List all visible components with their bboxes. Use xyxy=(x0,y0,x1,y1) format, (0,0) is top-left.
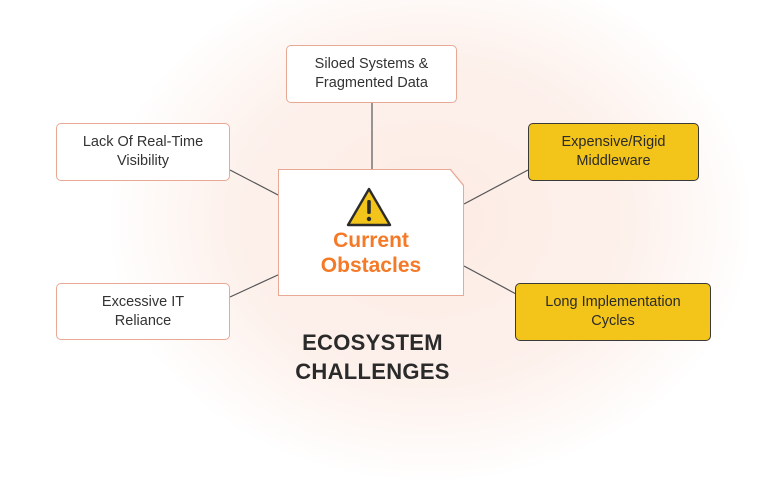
node-lack-of-visibility: Lack Of Real-Time Visibility xyxy=(56,123,230,181)
node-expensive-middleware-line1: Expensive/Rigid xyxy=(561,134,666,150)
node-excessive-it-line2: Reliance xyxy=(114,312,172,329)
page-heading-line1: ECOSYSTEM xyxy=(302,330,443,355)
connector-bottom-left xyxy=(229,273,281,298)
connector-bottom-right xyxy=(463,265,517,295)
connector-lines xyxy=(229,103,529,298)
node-long-implementation: Long Implementation Cycles xyxy=(515,283,711,341)
center-corner-fold xyxy=(450,169,464,186)
center-title-line1: Current xyxy=(333,229,409,252)
page-heading-line2: CHALLENGES xyxy=(295,359,450,384)
center-title: Current Obstacles xyxy=(278,228,464,278)
page-heading: ECOSYSTEM CHALLENGES xyxy=(255,328,490,386)
center-title-line2: Obstacles xyxy=(320,254,422,277)
node-siloed-systems-line2: Fragmented Data xyxy=(315,75,428,91)
node-expensive-middleware-line2: Middleware xyxy=(576,153,651,169)
node-lack-of-visibility-line2: Visibility xyxy=(116,153,170,169)
connector-top-left xyxy=(229,169,281,197)
node-siloed-systems-line1: Siloed Systems & xyxy=(314,56,429,72)
warning-triangle-icon xyxy=(346,187,392,227)
node-siloed-systems: Siloed Systems & Fragmented Data xyxy=(286,45,457,103)
node-expensive-middleware: Expensive/Rigid Middleware xyxy=(528,123,699,181)
connector-top-right xyxy=(463,169,529,205)
node-long-implementation-line1: Long Implementation xyxy=(545,294,681,310)
node-excessive-it-line1: Excessive IT xyxy=(101,293,185,310)
node-excessive-it-reliance: Excessive IT Reliance xyxy=(56,283,230,340)
node-long-implementation-line2: Cycles xyxy=(591,313,635,329)
node-lack-of-visibility-line1: Lack Of Real-Time xyxy=(82,134,204,150)
